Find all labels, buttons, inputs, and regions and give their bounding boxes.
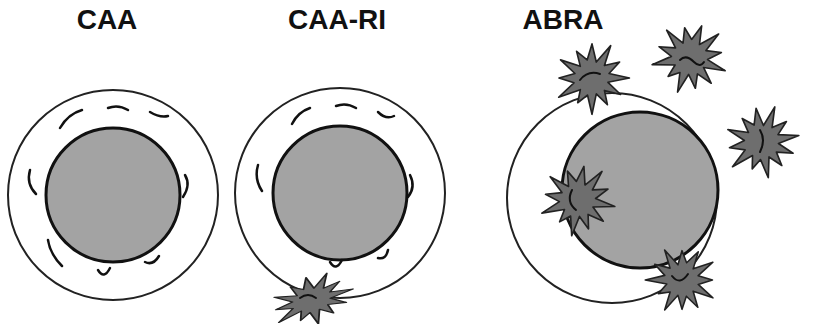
panel-title: CAA — [77, 6, 138, 34]
panel-title: CAA-RI — [288, 6, 386, 34]
vessel-caa — [8, 90, 218, 300]
vessel-abra — [507, 15, 805, 324]
panel-title: ABRA — [523, 6, 604, 34]
vessel-caa-ri — [235, 88, 445, 324]
